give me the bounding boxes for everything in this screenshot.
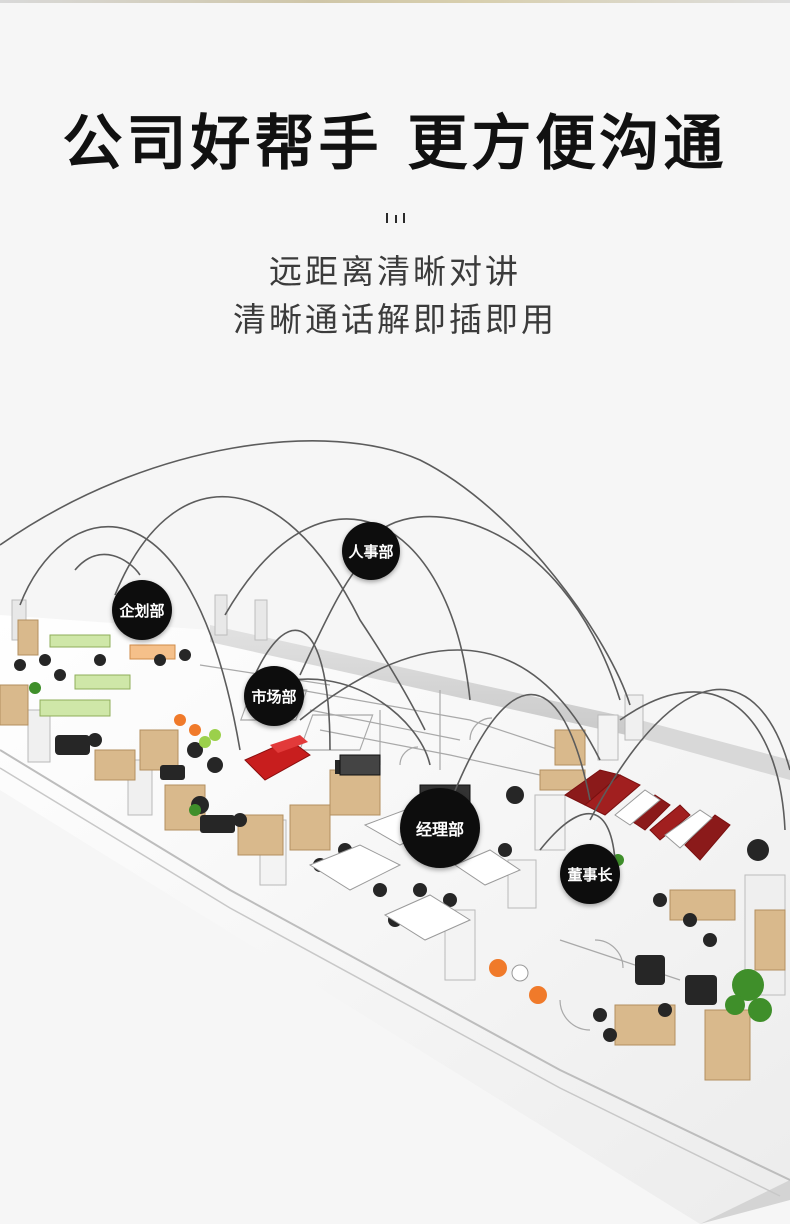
floor-plan-lines [199,664,681,1031]
divider-mark-icon [384,211,408,225]
wooden-cabinets [0,619,786,1081]
badge-jingli: 经理部 [400,788,480,868]
open-desks-left [39,634,176,717]
subtitle-line-2: 清晰通话解即插即用 [233,300,557,339]
lounge-furniture [174,714,547,1004]
badge-dongshizhang: 董事长 [560,844,620,904]
subtitle-line-1: 远距离清晰对讲 [269,252,521,291]
top-gold-strip [0,0,790,3]
meeting-room [564,769,731,861]
badge-renshi: 人事部 [342,522,400,580]
office-floor-drawing [0,440,790,1224]
office-chairs [14,649,769,1042]
badge-qihua: 企划部 [112,580,172,640]
page-headline: 公司好帮手 更方便沟通 [62,109,728,179]
badge-shichang: 市场部 [244,666,304,726]
office-floor-illustration: 人事部 企划部 市场部 经理部 董事长 [0,420,790,1224]
